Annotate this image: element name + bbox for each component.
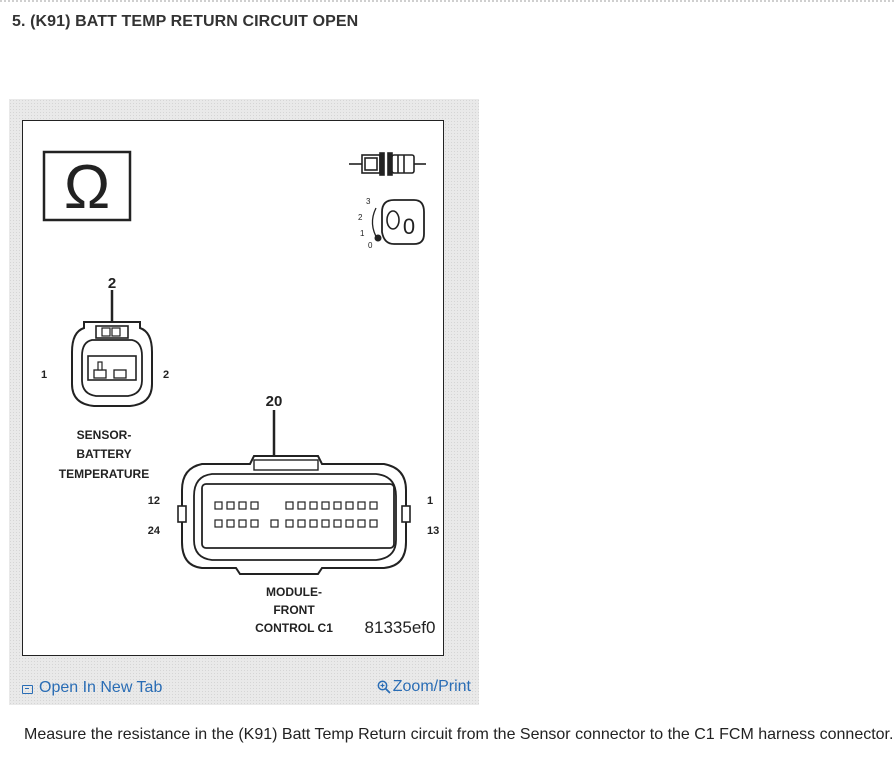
sensor-label-line-3: TEMPERATURE xyxy=(59,467,149,481)
figure-footer: Open In New Tab Zoom/Print xyxy=(9,673,479,705)
module-pin-13: 13 xyxy=(427,525,439,537)
sensor-label-line-1: SENSOR- xyxy=(77,428,132,442)
module-connector-c1: 20 12 24 1 13 MODULE- FRONT CONTROL C1 xyxy=(148,393,440,635)
module-pin-callout: 20 xyxy=(266,393,283,410)
zoom-print-label: Zoom/Print xyxy=(392,678,471,695)
key-position-1: 1 xyxy=(360,229,365,238)
module-label-line-2: FRONT xyxy=(273,603,315,617)
module-label-line-3: CONTROL C1 xyxy=(255,621,333,635)
module-pin-1: 1 xyxy=(427,495,433,507)
step-title: 5. (K91) BATT TEMP RETURN CIRCUIT OPEN xyxy=(12,13,359,30)
sensor-connector: 2 1 2 SENSOR- BATTERY TEMPERATURE xyxy=(41,275,169,481)
figure-id: 81335ef0 xyxy=(365,618,436,637)
sensor-pin-1: 1 xyxy=(41,369,47,381)
sensor-label-line-2: BATTERY xyxy=(76,447,131,461)
key-position-2: 2 xyxy=(358,213,363,222)
top-divider xyxy=(0,0,896,2)
ignition-key-icon: 3 2 1 0 0 xyxy=(358,197,425,250)
key-position-3: 3 xyxy=(366,197,371,206)
sensor-pin-2: 2 xyxy=(163,369,169,381)
magnifier-plus-icon xyxy=(377,680,391,694)
ohm-symbol: Ω xyxy=(64,153,110,222)
instruction-text: Measure the resistance in the (K91) Batt… xyxy=(24,726,894,743)
open-in-new-tab-label: Open In New Tab xyxy=(39,679,163,696)
zoom-print-link[interactable]: Zoom/Print xyxy=(377,678,471,696)
ohmmeter-icon: Ω xyxy=(42,150,132,222)
key-label: 0 xyxy=(403,214,415,239)
module-pin-12: 12 xyxy=(148,495,160,507)
module-label-line-1: MODULE- xyxy=(266,585,322,599)
key-position-0: 0 xyxy=(368,241,373,250)
open-in-new-tab-link[interactable]: Open In New Tab xyxy=(22,679,162,697)
disconnect-connector-icon xyxy=(349,152,426,176)
wiring-diagram[interactable]: Ω 3 2 1 0 0 2 1 2 xyxy=(22,120,444,656)
external-window-icon xyxy=(22,684,33,694)
sensor-pin-callout: 2 xyxy=(108,275,116,292)
module-pin-24: 24 xyxy=(148,525,161,537)
